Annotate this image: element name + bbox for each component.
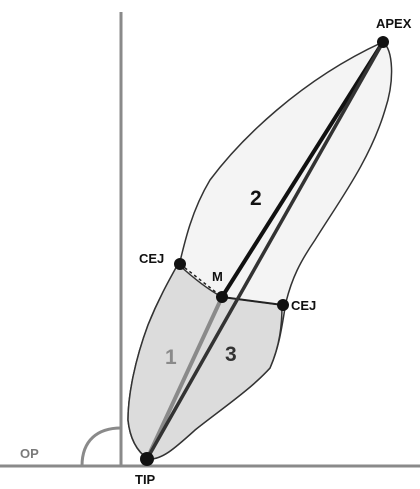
m-label: M [212, 269, 223, 284]
op-label: OP [20, 446, 39, 461]
axis-line-1 [145, 296, 224, 460]
cej-upper-label: CEJ [139, 251, 164, 266]
axis-label-3: 3 [225, 343, 237, 366]
angle-arc [80, 426, 122, 467]
axis-label-1: 1 [165, 346, 177, 369]
cej-upper-point [174, 258, 186, 270]
cej-lower-point [277, 299, 289, 311]
tip-point [140, 452, 154, 466]
cej-line-lower [221, 296, 284, 306]
axis-line-3 [145, 41, 385, 460]
apex-point [377, 36, 389, 48]
axis-label-2: 2 [250, 187, 262, 210]
axis-line-2 [220, 40, 385, 299]
tip-label: TIP [135, 472, 156, 487]
cej-line-upper [179, 263, 223, 298]
m-point [216, 291, 228, 303]
apex-label: APEX [376, 16, 412, 31]
cej-lower-label: CEJ [291, 298, 316, 313]
